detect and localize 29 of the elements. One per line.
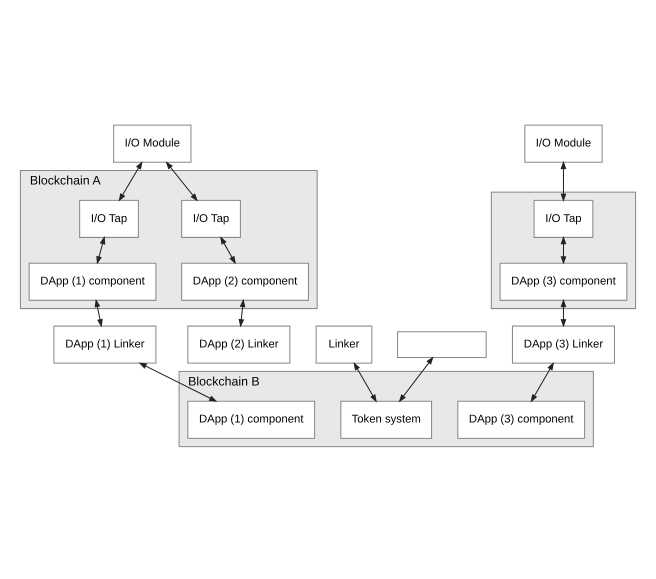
- node-box: DApp (1) component: [187, 400, 316, 438]
- arrow: [530, 362, 554, 402]
- node-box: DApp (2) component: [181, 262, 309, 300]
- node-box: [397, 330, 487, 358]
- arrow: [560, 160, 566, 202]
- arrow: [238, 298, 246, 327]
- node-box: DApp (3) Linker: [512, 325, 615, 364]
- node-box: Linker: [316, 325, 372, 364]
- arrow: [560, 298, 566, 327]
- arrow: [138, 362, 218, 402]
- node-box: DApp (1) Linker: [53, 325, 156, 364]
- node-box: I/O Module: [524, 124, 603, 162]
- node-box: Token system: [340, 400, 432, 438]
- arrow: [96, 236, 106, 264]
- node-box: I/O Module: [113, 124, 192, 162]
- node-box: DApp (3) component: [457, 400, 586, 438]
- node-box: DApp (3) component: [500, 262, 628, 300]
- arrow: [353, 362, 377, 402]
- arrow: [560, 235, 566, 264]
- node-box: I/O Tap: [79, 199, 139, 238]
- arrow: [166, 160, 198, 202]
- arrow: [94, 298, 103, 327]
- arrow: [118, 160, 143, 202]
- arrow: [220, 236, 236, 264]
- node-box: DApp (1) component: [28, 262, 156, 300]
- node-box: DApp (2) Linker: [187, 325, 290, 364]
- node-box: I/O Tap: [181, 199, 241, 238]
- node-box: I/O Tap: [534, 199, 594, 238]
- arrow: [398, 356, 434, 402]
